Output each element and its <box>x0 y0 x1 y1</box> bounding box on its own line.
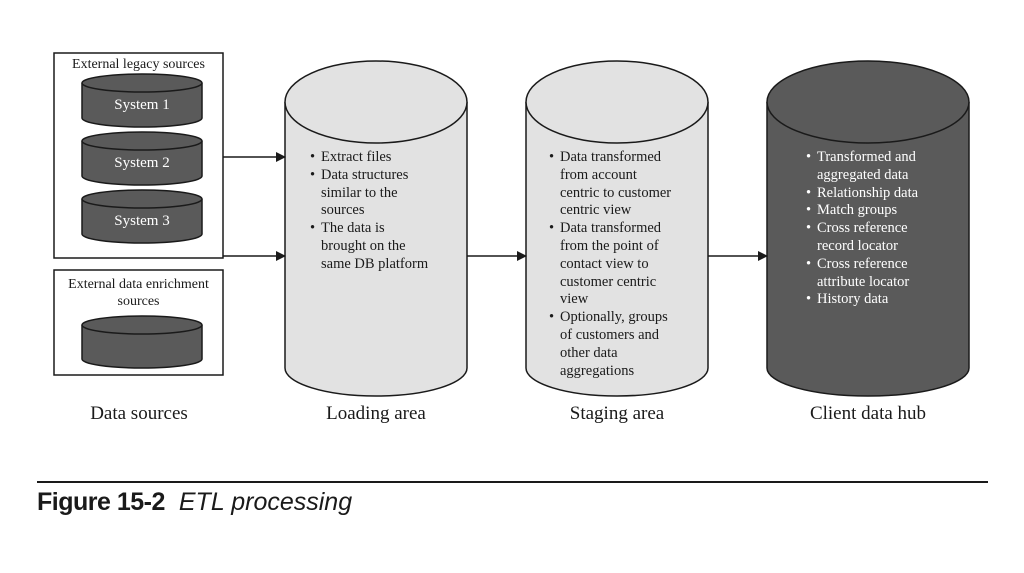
bullet-line: Extract files <box>321 149 392 165</box>
bullet-line: The data is <box>321 220 385 237</box>
figure-caption: Figure 15-2 ETL processing <box>37 488 352 517</box>
bullet-line: from account <box>560 166 637 183</box>
system-1-disk <box>81 73 203 128</box>
bullet-line: Relationship data <box>817 184 919 201</box>
bullet-line: centric to customer <box>560 184 672 201</box>
enrichment-sources-title: External data enrichment sources <box>54 276 223 310</box>
system-1-label: System 1 <box>114 97 170 113</box>
bullet-line: Transformed and <box>817 149 916 165</box>
bullet-line: Data structures <box>321 166 409 183</box>
bullet-item: Relationship data <box>806 185 956 203</box>
bullet-line: from the point of <box>560 237 659 254</box>
bullet-line: Cross reference <box>817 255 908 272</box>
bullet-line: contact view to <box>560 255 649 272</box>
figure-title: ETL processing <box>178 488 353 516</box>
enrichment-title-line-2: sources <box>117 294 160 309</box>
bullet-line: aggregations <box>560 362 635 379</box>
bullet-line: record locator <box>817 237 898 254</box>
bullet-line: other data <box>560 344 618 361</box>
legacy-sources-title: External legacy sources <box>72 57 205 72</box>
enrichment-disk <box>81 315 203 369</box>
client-data-hub-label: Client data hub <box>809 403 927 424</box>
bullet-line: attribute locator <box>817 273 910 290</box>
bullet-line: centric view <box>560 202 632 219</box>
bullet-item: Extract files <box>310 149 460 167</box>
bullet-line: similar to the <box>321 184 398 201</box>
bullet-line: customer centric <box>560 273 657 290</box>
system-2-label: System 2 <box>114 155 170 171</box>
bullet-line: Match groups <box>817 202 898 219</box>
system-3-label: System 3 <box>114 213 170 229</box>
bullet-line: Data transformed <box>560 149 662 165</box>
bullet-line: History data <box>817 291 889 308</box>
loading-area-label: Loading area <box>326 403 426 424</box>
bullet-line: Data transformed <box>560 220 662 237</box>
caption-rule <box>37 481 988 483</box>
bullet-line: of customers and <box>560 326 660 343</box>
system-3-disk <box>81 189 203 244</box>
bullet-line: same DB platform <box>321 255 429 272</box>
bullet-line: Cross reference <box>817 220 908 237</box>
data-sources-label: Data sources <box>90 403 188 424</box>
system-2-disk <box>81 131 203 186</box>
bullet-line: Optionally, groups <box>560 309 668 326</box>
bullet-item: History data <box>806 291 956 309</box>
staging-area-label: Staging area <box>569 403 665 424</box>
figure-number: Figure 15-2 <box>37 488 165 516</box>
bullet-line: view <box>560 291 589 308</box>
bullet-item: Match groups <box>806 202 956 220</box>
enrichment-title-line-1: External data enrichment <box>68 277 209 292</box>
bullet-line: aggregated data <box>817 166 909 183</box>
bullet-line: brought on the <box>321 237 406 254</box>
bullet-line: sources <box>321 202 365 219</box>
